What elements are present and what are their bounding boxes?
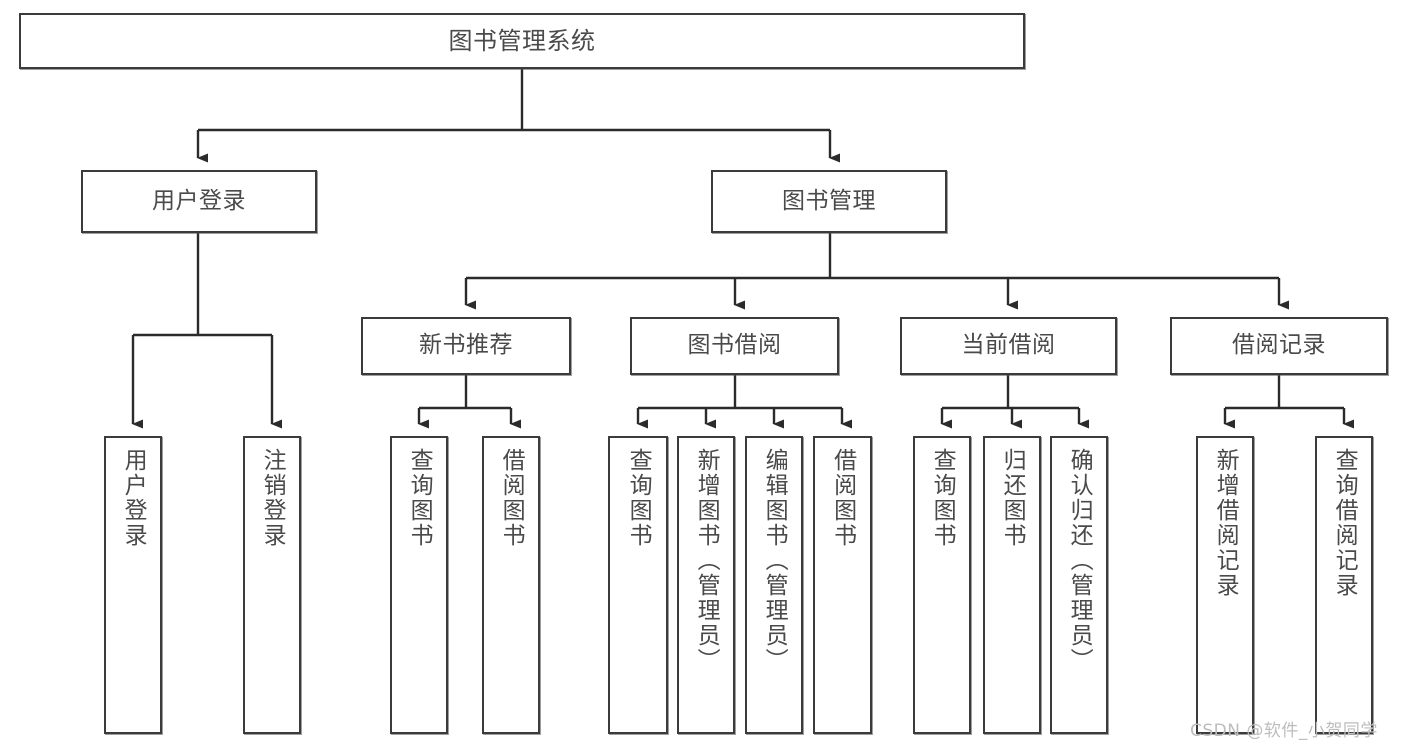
node-label: 新增借阅记录 xyxy=(1212,448,1239,598)
node-label: 归还图书 xyxy=(999,448,1026,548)
node-label: 借阅记录 xyxy=(1232,332,1326,359)
node-label: 注销登录 xyxy=(259,448,286,548)
leaf-edit-book-admin[interactable]: 编辑图书（管理员） xyxy=(745,436,803,734)
node-current-borrowing[interactable]: 当前借阅 xyxy=(900,317,1117,375)
leaf-return-books[interactable]: 归还图书 xyxy=(983,436,1041,734)
node-user-login[interactable]: 用户登录 xyxy=(81,170,317,233)
node-label: 查询图书 xyxy=(406,448,433,548)
node-label: 借阅图书 xyxy=(829,448,856,548)
leaf-logout[interactable]: 注销登录 xyxy=(243,436,301,734)
node-label: 确认归还（管理员） xyxy=(1066,448,1093,673)
node-new-book-recommendation[interactable]: 新书推荐 xyxy=(361,317,571,375)
leaf-borrow-books-recommend[interactable]: 借阅图书 xyxy=(482,436,540,734)
node-label: 用户登录 xyxy=(152,187,246,214)
node-root-system[interactable]: 图书管理系统 xyxy=(19,13,1025,69)
leaf-query-borrow-record[interactable]: 查询借阅记录 xyxy=(1315,436,1373,734)
node-label: 查询图书 xyxy=(625,448,652,548)
node-label: 新书推荐 xyxy=(419,332,513,359)
leaf-add-book-admin[interactable]: 新增图书（管理员） xyxy=(677,436,735,734)
node-label: 查询图书 xyxy=(929,448,956,548)
leaf-query-books-current[interactable]: 查询图书 xyxy=(913,436,971,734)
node-label: 新增图书（管理员） xyxy=(693,448,720,673)
node-label: 当前借阅 xyxy=(961,332,1056,359)
node-label: 查询借阅记录 xyxy=(1331,448,1358,598)
watermark: CSDN @软件_小贺同学 xyxy=(1190,721,1378,741)
leaf-query-books-recommend[interactable]: 查询图书 xyxy=(390,436,448,734)
node-book-management[interactable]: 图书管理 xyxy=(711,170,947,233)
leaf-user-login[interactable]: 用户登录 xyxy=(104,436,162,734)
node-book-borrowing[interactable]: 图书借阅 xyxy=(630,317,839,375)
node-label: 图书管理系统 xyxy=(448,26,596,55)
leaf-add-borrow-record[interactable]: 新增借阅记录 xyxy=(1196,436,1254,734)
node-label: 编辑图书（管理员） xyxy=(761,448,788,673)
leaf-confirm-return-admin[interactable]: 确认归还（管理员） xyxy=(1050,436,1108,734)
node-label: 图书借阅 xyxy=(687,332,782,359)
node-label: 用户登录 xyxy=(120,448,147,548)
node-label: 借阅图书 xyxy=(498,448,525,548)
leaf-query-books-borrowing[interactable]: 查询图书 xyxy=(608,436,668,734)
node-borrow-records[interactable]: 借阅记录 xyxy=(1170,317,1388,375)
leaf-borrow-books-borrowing[interactable]: 借阅图书 xyxy=(813,436,872,734)
node-label: 图书管理 xyxy=(782,187,876,214)
